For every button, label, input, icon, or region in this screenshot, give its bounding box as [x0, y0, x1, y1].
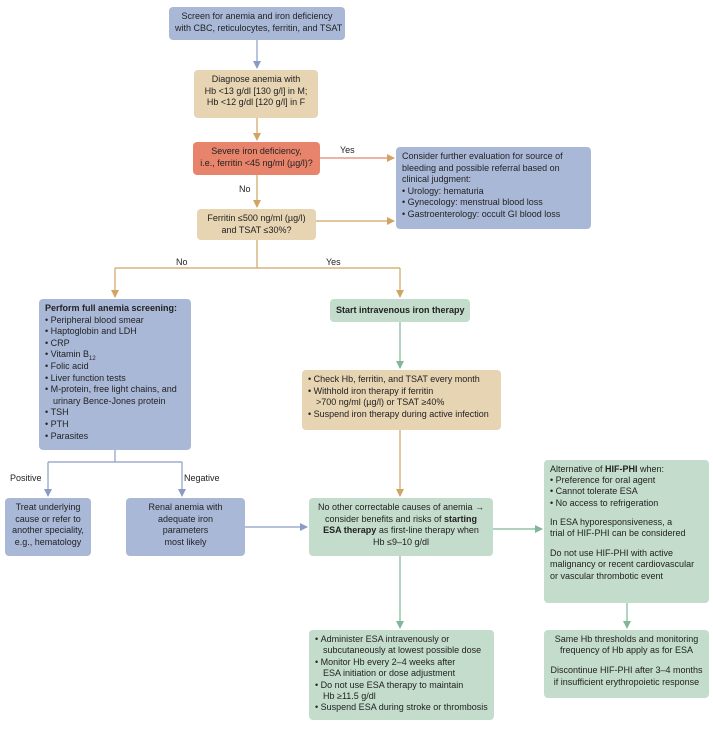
screening-title: Perform full anemia screening: [45, 303, 178, 313]
ferritin-line: and TSAT ≤30%? [221, 224, 292, 235]
screen-line: Screen for anemia and iron deficiency [181, 11, 333, 21]
diagnose-box: Diagnose anemia with Hb <13 g/dl [130 g/… [194, 70, 318, 118]
label-positive: Positive [10, 473, 42, 483]
renal-line: Renal anemia with [148, 502, 223, 512]
monitoring-bullet: Check Hb, ferritin, and TSAT every month [308, 374, 495, 386]
screening-bullet: TSH [45, 407, 185, 419]
label-yes-ferritin: Yes [326, 257, 341, 267]
hif-title-post: when: [637, 464, 665, 474]
iron-monitoring-box: Check Hb, ferritin, and TSAT every month… [302, 370, 501, 430]
label-yes-severe: Yes [340, 145, 355, 155]
treat-underlying-cause-box: Treat underlying cause or refer to anoth… [5, 498, 91, 556]
esa-consider-text: as first-line therapy when [376, 525, 479, 535]
branch-ferritin-split [115, 240, 400, 269]
screening-bullet: Folic acid [45, 361, 185, 373]
screening-bullet-vitamin: Vitamin B12 [45, 349, 185, 363]
full-anemia-screening-box: Perform full anemia screening: Periphera… [39, 299, 191, 450]
esa-admin-bullet: Administer ESA intravenously or [315, 634, 488, 645]
renal-line: most likely [164, 536, 207, 547]
diagnose-line: Hb <12 g/dl [120 g/l] in F [206, 97, 306, 107]
esa-consider-line-3: ESA therapy as first-line therapy when [315, 525, 487, 537]
ferritin-tsat-box: Ferritin ≤500 ng/ml (µg/l) and TSAT ≤30%… [197, 209, 316, 240]
screening-bullet-continuation: urinary Bence-Jones protein [53, 395, 166, 406]
further-evaluation-box: Consider further evaluation for source o… [396, 147, 591, 229]
hif-discontinue-line: Discontinue HIF-PHI after 3–4 months [550, 665, 703, 676]
evaluation-bullet: Urology: hematuria [402, 186, 585, 198]
start-iv-label: Start intravenous iron therapy [336, 305, 465, 315]
hif-bullet: Preference for oral agent [550, 475, 703, 486]
esa-admin-bullet: Do not use ESA therapy to maintain [315, 680, 488, 691]
label-no-severe: No [239, 184, 251, 194]
screen-box: Screen for anemia and iron deficiency wi… [169, 7, 345, 40]
hif-same-line: Same Hb thresholds and monitoring [554, 634, 699, 644]
hif-discontinue-line: if insufficient erythropoietic response [553, 676, 700, 687]
treat-line: e.g., hematology [14, 536, 82, 547]
esa-consider-line: Hb ≤9–10 g/dl [373, 536, 429, 547]
hif-phi-alternative-box: Alternative of HIF-PHI when: Preference … [544, 460, 709, 603]
evaluation-line: clinical judgment: [402, 174, 472, 184]
evaluation-bullet: Gynecology: menstrual blood loss [402, 197, 585, 209]
hif-avoid-line: or vascular thrombotic event [550, 570, 664, 581]
esa-admin-continuation: subcutaneously at lowest possible dose [323, 645, 482, 656]
hif-avoid-line: malignancy or recent cardiovascular [550, 559, 695, 570]
hif-hypo-line: trial of HIF-PHI can be considered [550, 528, 686, 539]
esa-consider-text: consider benefits and risks of [324, 513, 445, 524]
hif-avoid-line: Do not use HIF-PHI with active [550, 548, 674, 559]
monitoring-bullet-continuation: >700 ng/ml (µg/l) or TSAT ≥40% [316, 397, 445, 408]
screening-bullet: Liver function tests [45, 373, 185, 385]
esa-admin-continuation: Hb ≥11.5 g/dl [323, 691, 376, 702]
severe-line: i.e., ferritin <45 ng/ml (µg/l)? [200, 157, 313, 168]
start-iv-iron-box: Start intravenous iron therapy [330, 299, 470, 322]
treat-line: cause or refer to [15, 513, 81, 524]
hif-same-line: frequency of Hb apply as for ESA [559, 645, 694, 656]
vitamin-subscript: 12 [89, 356, 96, 363]
screen-line: with CBC, reticulocytes, ferritin, and T… [175, 22, 343, 33]
esa-consider-line: No other correctable causes of anemia → [317, 502, 485, 512]
renal-anemia-box: Renal anemia with adequate iron paramete… [126, 498, 245, 556]
screening-bullet: CRP [45, 338, 185, 350]
severe-iron-deficiency-box: Severe iron deficiency, i.e., ferritin <… [193, 142, 320, 175]
esa-administration-box: Administer ESA intravenously or subcutan… [309, 630, 494, 720]
monitoring-bullet: Suspend iron therapy during active infec… [308, 409, 495, 421]
evaluation-line: Consider further evaluation for source o… [402, 151, 563, 161]
screening-bullet: Haptoglobin and LDH [45, 326, 185, 338]
screening-bullet: Peripheral blood smear [45, 315, 185, 327]
screening-bullet: M-protein, free light chains, and [45, 384, 185, 396]
esa-admin-continuation: ESA initiation or dose adjustment [323, 668, 456, 679]
esa-consider-bold: ESA therapy [323, 525, 377, 535]
screening-bullet: PTH [45, 419, 185, 431]
renal-line: adequate iron [157, 513, 214, 524]
diagnose-line: Diagnose anemia with [211, 74, 301, 84]
consider-esa-box: No other correctable causes of anemia → … [309, 498, 493, 556]
esa-admin-bullet: Suspend ESA during stroke or thrombosis [315, 702, 488, 713]
hif-title-pre: Alternative of [550, 464, 606, 474]
severe-line: Severe iron deficiency, [211, 146, 302, 156]
treat-line: another speciality, [12, 525, 84, 535]
evaluation-line: bleeding and possible referral based on [402, 162, 560, 173]
hif-hypo-line: In ESA hyporesponsiveness, a [550, 516, 673, 527]
screening-bullet: Parasites [45, 431, 185, 443]
branch-screening-split [48, 450, 182, 463]
hif-thresholds-box: Same Hb thresholds and monitoring freque… [544, 630, 709, 698]
monitoring-bullet: Withhold iron therapy if ferritin [308, 386, 495, 398]
vitamin-label: Vitamin B [50, 349, 90, 360]
hif-title: Alternative of HIF-PHI when: [550, 464, 703, 475]
hif-bullet: Cannot tolerate ESA [550, 486, 703, 497]
hif-title-bold: HIF-PHI [605, 464, 638, 474]
esa-consider-line-2: consider benefits and risks of starting [315, 514, 487, 526]
ferritin-line: Ferritin ≤500 ng/ml (µg/l) [207, 213, 306, 223]
label-no-ferritin: No [176, 257, 188, 267]
esa-admin-bullet: Monitor Hb every 2–4 weeks after [315, 657, 488, 668]
esa-consider-bold: starting [444, 513, 478, 524]
treat-line: Treat underlying [15, 502, 81, 512]
label-negative: Negative [184, 473, 220, 483]
renal-line: parameters [162, 525, 209, 535]
hif-bullet: No access to refrigeration [550, 498, 703, 509]
diagnose-line: Hb <13 g/dl [130 g/l] in M; [204, 85, 308, 96]
evaluation-bullet: Gastroenterology: occult GI blood loss [402, 209, 585, 221]
